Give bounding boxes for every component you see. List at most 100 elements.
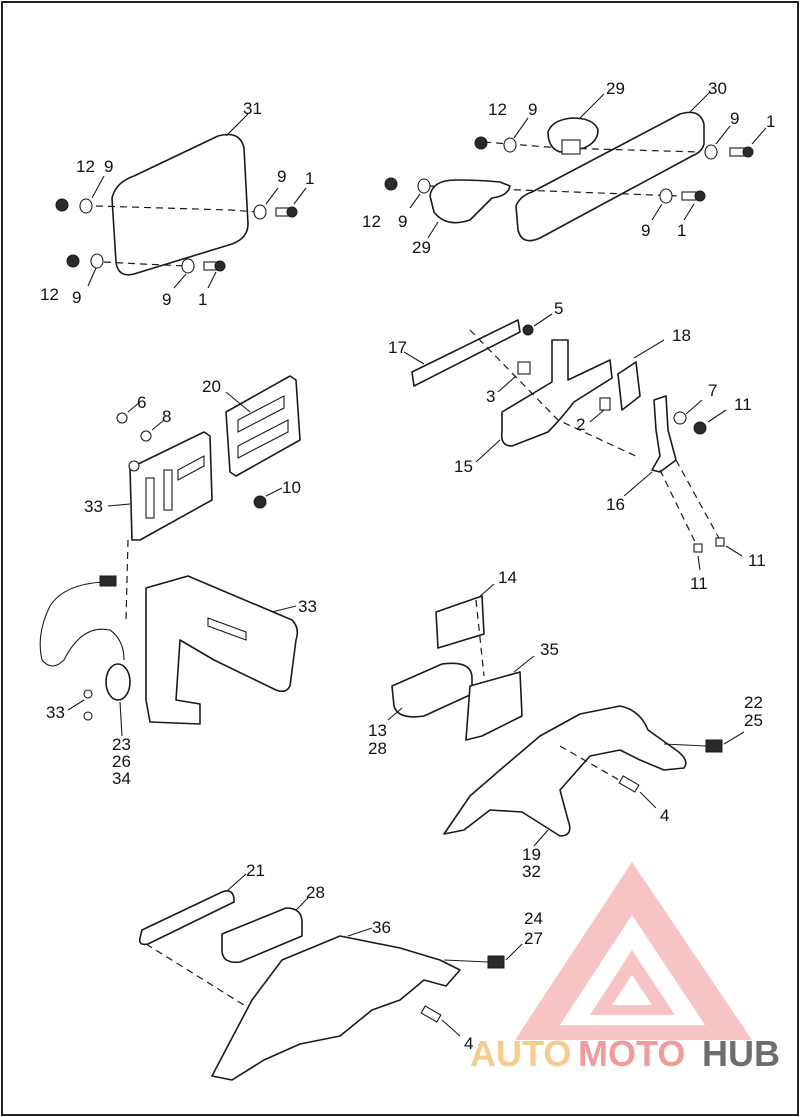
leader-23 xyxy=(119,701,123,737)
callout-30: 30 xyxy=(708,79,727,98)
callout-11: 11 xyxy=(734,395,752,414)
lens-14 xyxy=(435,595,485,649)
leader-16 xyxy=(623,471,653,497)
washer-9e xyxy=(503,137,517,153)
plate-20 xyxy=(225,375,301,477)
screw-1b-head xyxy=(214,260,226,272)
leader-33c xyxy=(67,699,85,711)
callout-12: 12 xyxy=(488,100,507,119)
leader-9g xyxy=(409,193,421,209)
watermark-text: AUTO MOTO HUB xyxy=(470,1033,780,1074)
leader-9d xyxy=(173,273,187,289)
screw-1d-head xyxy=(694,190,706,202)
leader-7 xyxy=(685,399,703,415)
group-license-plate-30 xyxy=(384,91,767,242)
leader-29b xyxy=(427,221,439,239)
washer-9f xyxy=(704,144,718,160)
dash-21 xyxy=(145,943,253,1011)
callout-34: 34 xyxy=(112,769,131,788)
callout-5: 5 xyxy=(554,299,563,318)
leader-2 xyxy=(589,409,605,423)
watermark-triangle-hole xyxy=(612,975,652,1005)
callout-33: 33 xyxy=(298,597,317,616)
callout-22: 22 xyxy=(744,693,763,712)
leader-9b xyxy=(265,187,279,205)
wire-harness xyxy=(39,581,125,667)
dash-31-top xyxy=(95,205,259,213)
screw-1d xyxy=(681,191,697,201)
callout-9: 9 xyxy=(162,290,171,309)
callout-9: 9 xyxy=(277,167,286,186)
dash-15-a xyxy=(469,329,641,459)
watermark-moto: MOTO xyxy=(578,1033,685,1074)
pin-11c xyxy=(715,537,725,547)
leader-30 xyxy=(689,91,711,113)
leader-9c xyxy=(87,267,97,287)
callout-3: 3 xyxy=(486,387,495,406)
screw-4a xyxy=(618,775,640,793)
clamp-29b xyxy=(429,179,511,224)
watermark-hub: HUB xyxy=(702,1033,780,1074)
leader-11c xyxy=(725,545,743,557)
group-bracket-15 xyxy=(403,313,743,571)
leader-5 xyxy=(533,313,553,327)
callout-1: 1 xyxy=(677,221,686,240)
dash-16-b xyxy=(675,459,721,541)
leader-8 xyxy=(151,419,165,431)
washer-9d xyxy=(181,258,195,274)
fender-19 xyxy=(443,705,687,837)
bracket-15 xyxy=(500,339,613,447)
callout-11: 11 xyxy=(748,551,766,570)
lens-21 xyxy=(138,890,235,946)
light-23 xyxy=(105,663,131,701)
bracket-33a-slot-1 xyxy=(145,477,155,519)
callout-2: 2 xyxy=(576,415,585,434)
plate-20-slot-1 xyxy=(237,395,285,433)
leader-21 xyxy=(227,873,247,891)
leader-20 xyxy=(225,391,251,413)
plate-20-slot-2 xyxy=(237,419,289,459)
dash-19 xyxy=(559,745,627,785)
callout-9: 9 xyxy=(72,288,81,307)
callout-4: 4 xyxy=(464,1034,473,1053)
connector-22 xyxy=(705,739,723,753)
screw-1c xyxy=(729,147,745,157)
callout-21: 21 xyxy=(246,861,265,880)
callout-9: 9 xyxy=(730,109,739,128)
leader-6 xyxy=(127,401,141,413)
nut-12d xyxy=(384,177,398,191)
callout-32: 32 xyxy=(522,862,541,881)
bracket-33b-slot xyxy=(207,617,247,641)
callout-19: 19 xyxy=(522,845,541,864)
callout-7: 7 xyxy=(708,381,717,400)
callout-11: 11 xyxy=(690,574,708,593)
callout-12: 12 xyxy=(362,212,381,231)
leader-1d xyxy=(683,203,695,221)
leader-15 xyxy=(475,439,501,463)
washer-9h xyxy=(659,188,673,204)
leader-28b xyxy=(295,897,309,911)
callout-24: 24 xyxy=(524,909,543,928)
callout-36: 36 xyxy=(372,918,391,937)
leader-36 xyxy=(347,927,373,937)
leader-31 xyxy=(225,113,249,137)
bracket-35 xyxy=(465,671,523,741)
group-license-plate-31 xyxy=(55,113,307,289)
callout-20: 20 xyxy=(202,377,221,396)
leader-11a xyxy=(707,409,727,423)
fender-36 xyxy=(211,935,461,1081)
watermark-auto: AUTO xyxy=(470,1033,571,1074)
leader-22 xyxy=(723,731,745,745)
callout-26: 26 xyxy=(112,752,131,771)
leader-9e xyxy=(513,117,529,139)
group-fender-19 xyxy=(387,583,745,847)
callout-35: 35 xyxy=(540,640,559,659)
group-fender-36 xyxy=(138,873,523,1081)
leader-14 xyxy=(477,583,495,599)
callout-31: 31 xyxy=(243,99,262,118)
leader-24 xyxy=(505,943,523,961)
callout-1: 1 xyxy=(198,290,207,309)
leader-18 xyxy=(633,339,665,359)
leader-10 xyxy=(265,487,283,497)
